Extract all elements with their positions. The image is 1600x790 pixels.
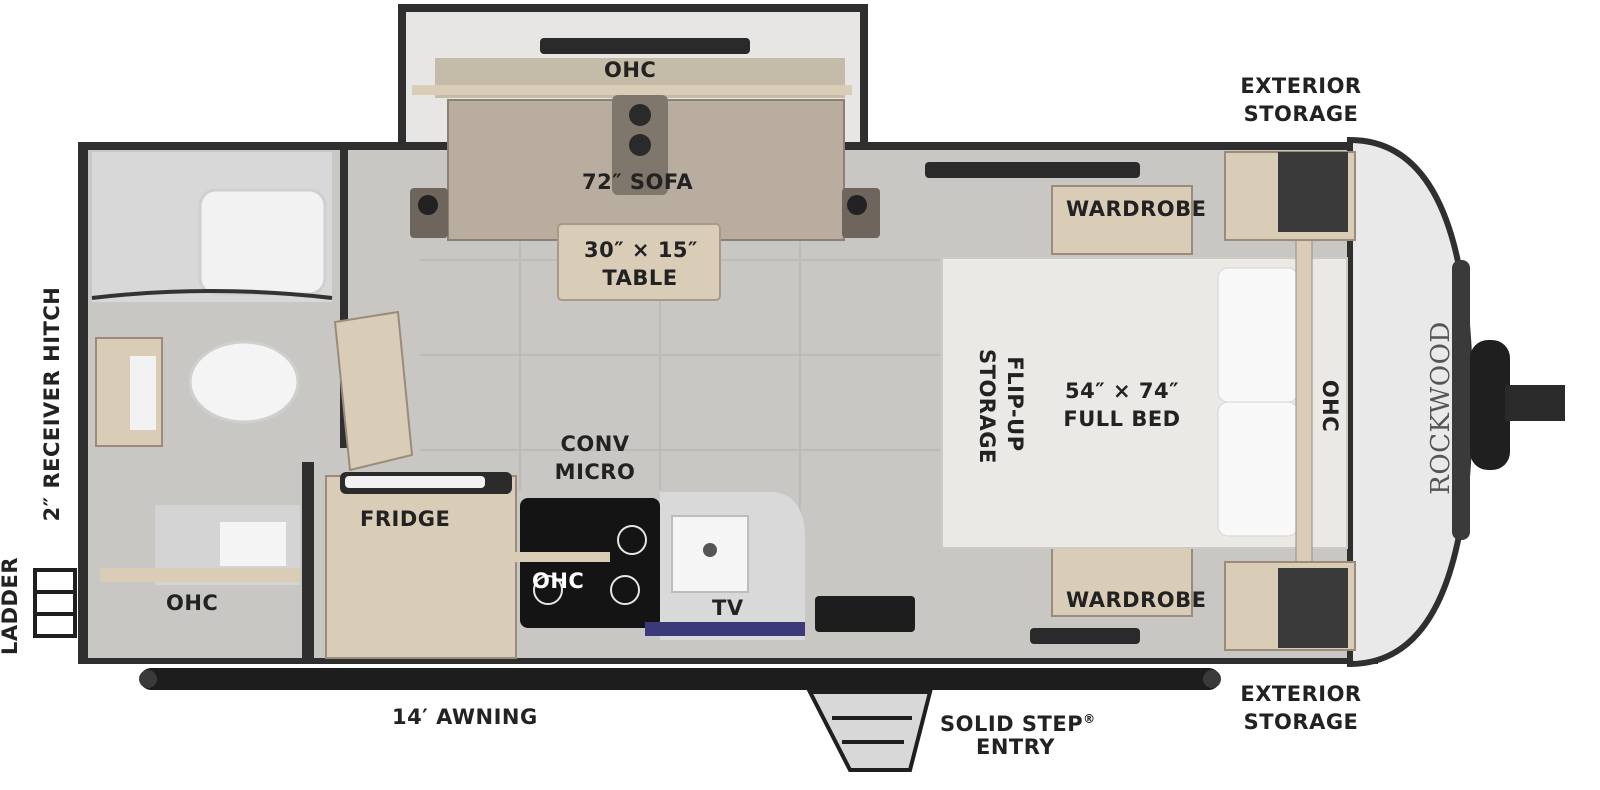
ohc-slide-label: OHC: [604, 58, 657, 82]
ladder-label: LADDER: [0, 557, 22, 656]
entry-label: ENTRY: [976, 735, 1055, 759]
ladder-drawing: [33, 568, 77, 638]
ohc-bed-label: OHC: [1318, 379, 1342, 433]
kitchen: [302, 462, 915, 659]
table-label-name: TABLE: [602, 266, 678, 290]
sofa-slide: [410, 38, 880, 301]
conv-micro-line1: CONV: [560, 432, 630, 456]
solid-step-text: SOLID STEP: [940, 712, 1084, 736]
brand-logo: ROCKWOOD: [1426, 321, 1456, 495]
ext-storage-top-line2: STORAGE: [1243, 102, 1359, 126]
bedroom: [925, 151, 1356, 651]
sofa-label: 72″ SOFA: [582, 170, 694, 194]
bed-size-label: 54″ × 74″: [1065, 379, 1179, 403]
wardrobe-bottom-label: WARDROBE: [1066, 588, 1207, 612]
table-label-size: 30″ × 15″: [584, 238, 698, 262]
ext-storage-bottom-line2: STORAGE: [1243, 710, 1359, 734]
awning-label: 14′ AWNING: [392, 705, 538, 729]
wardrobe-top-label: WARDROBE: [1066, 197, 1207, 221]
flipup-storage-line2: STORAGE: [975, 349, 999, 464]
bed-type-label: FULL BED: [1063, 407, 1181, 431]
awning-bar: [139, 668, 1221, 690]
bath-door: [333, 310, 414, 472]
ohc-kitchen-label: OHC: [532, 569, 585, 593]
conv-micro-line2: MICRO: [554, 460, 636, 484]
hitch-label: 2″ RECEIVER HITCH: [40, 286, 64, 522]
flipup-storage-line1: FLIP-UP: [1003, 356, 1027, 452]
tv-label: TV: [712, 596, 744, 620]
ext-storage-bottom-line1: EXTERIOR: [1240, 682, 1362, 706]
fridge-label: FRIDGE: [360, 507, 451, 531]
ohc-bath-label: OHC: [166, 591, 219, 615]
registered-mark: ®: [1083, 712, 1096, 726]
bathroom: [91, 148, 348, 585]
entry-step-drawing: [806, 690, 933, 772]
ext-storage-top-line1: EXTERIOR: [1240, 74, 1362, 98]
solid-step-label: SOLID STEP®: [940, 705, 1096, 738]
